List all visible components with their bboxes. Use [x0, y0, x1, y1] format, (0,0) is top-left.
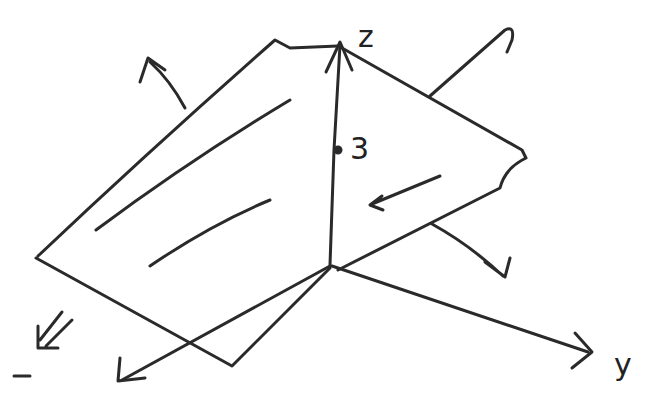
axis-label: z [358, 22, 374, 52]
y-arrowhead [572, 333, 592, 368]
double-arrow-mark [38, 312, 72, 348]
dash-mark [14, 375, 30, 378]
axis-label: y [614, 350, 632, 380]
z-axis [330, 45, 340, 265]
left-plane [36, 40, 338, 366]
x-arrowhead [118, 358, 145, 381]
callout-number: 3 [350, 134, 369, 164]
normal-arrow [140, 58, 185, 108]
normal-arrow [430, 29, 513, 96]
hatch-line [150, 200, 270, 266]
right-plane [338, 48, 526, 270]
hatch-line [96, 100, 290, 230]
y-axis [332, 266, 588, 352]
hatch-arrow [370, 176, 440, 210]
normal-arrow [432, 224, 510, 277]
point-dot [335, 147, 341, 153]
